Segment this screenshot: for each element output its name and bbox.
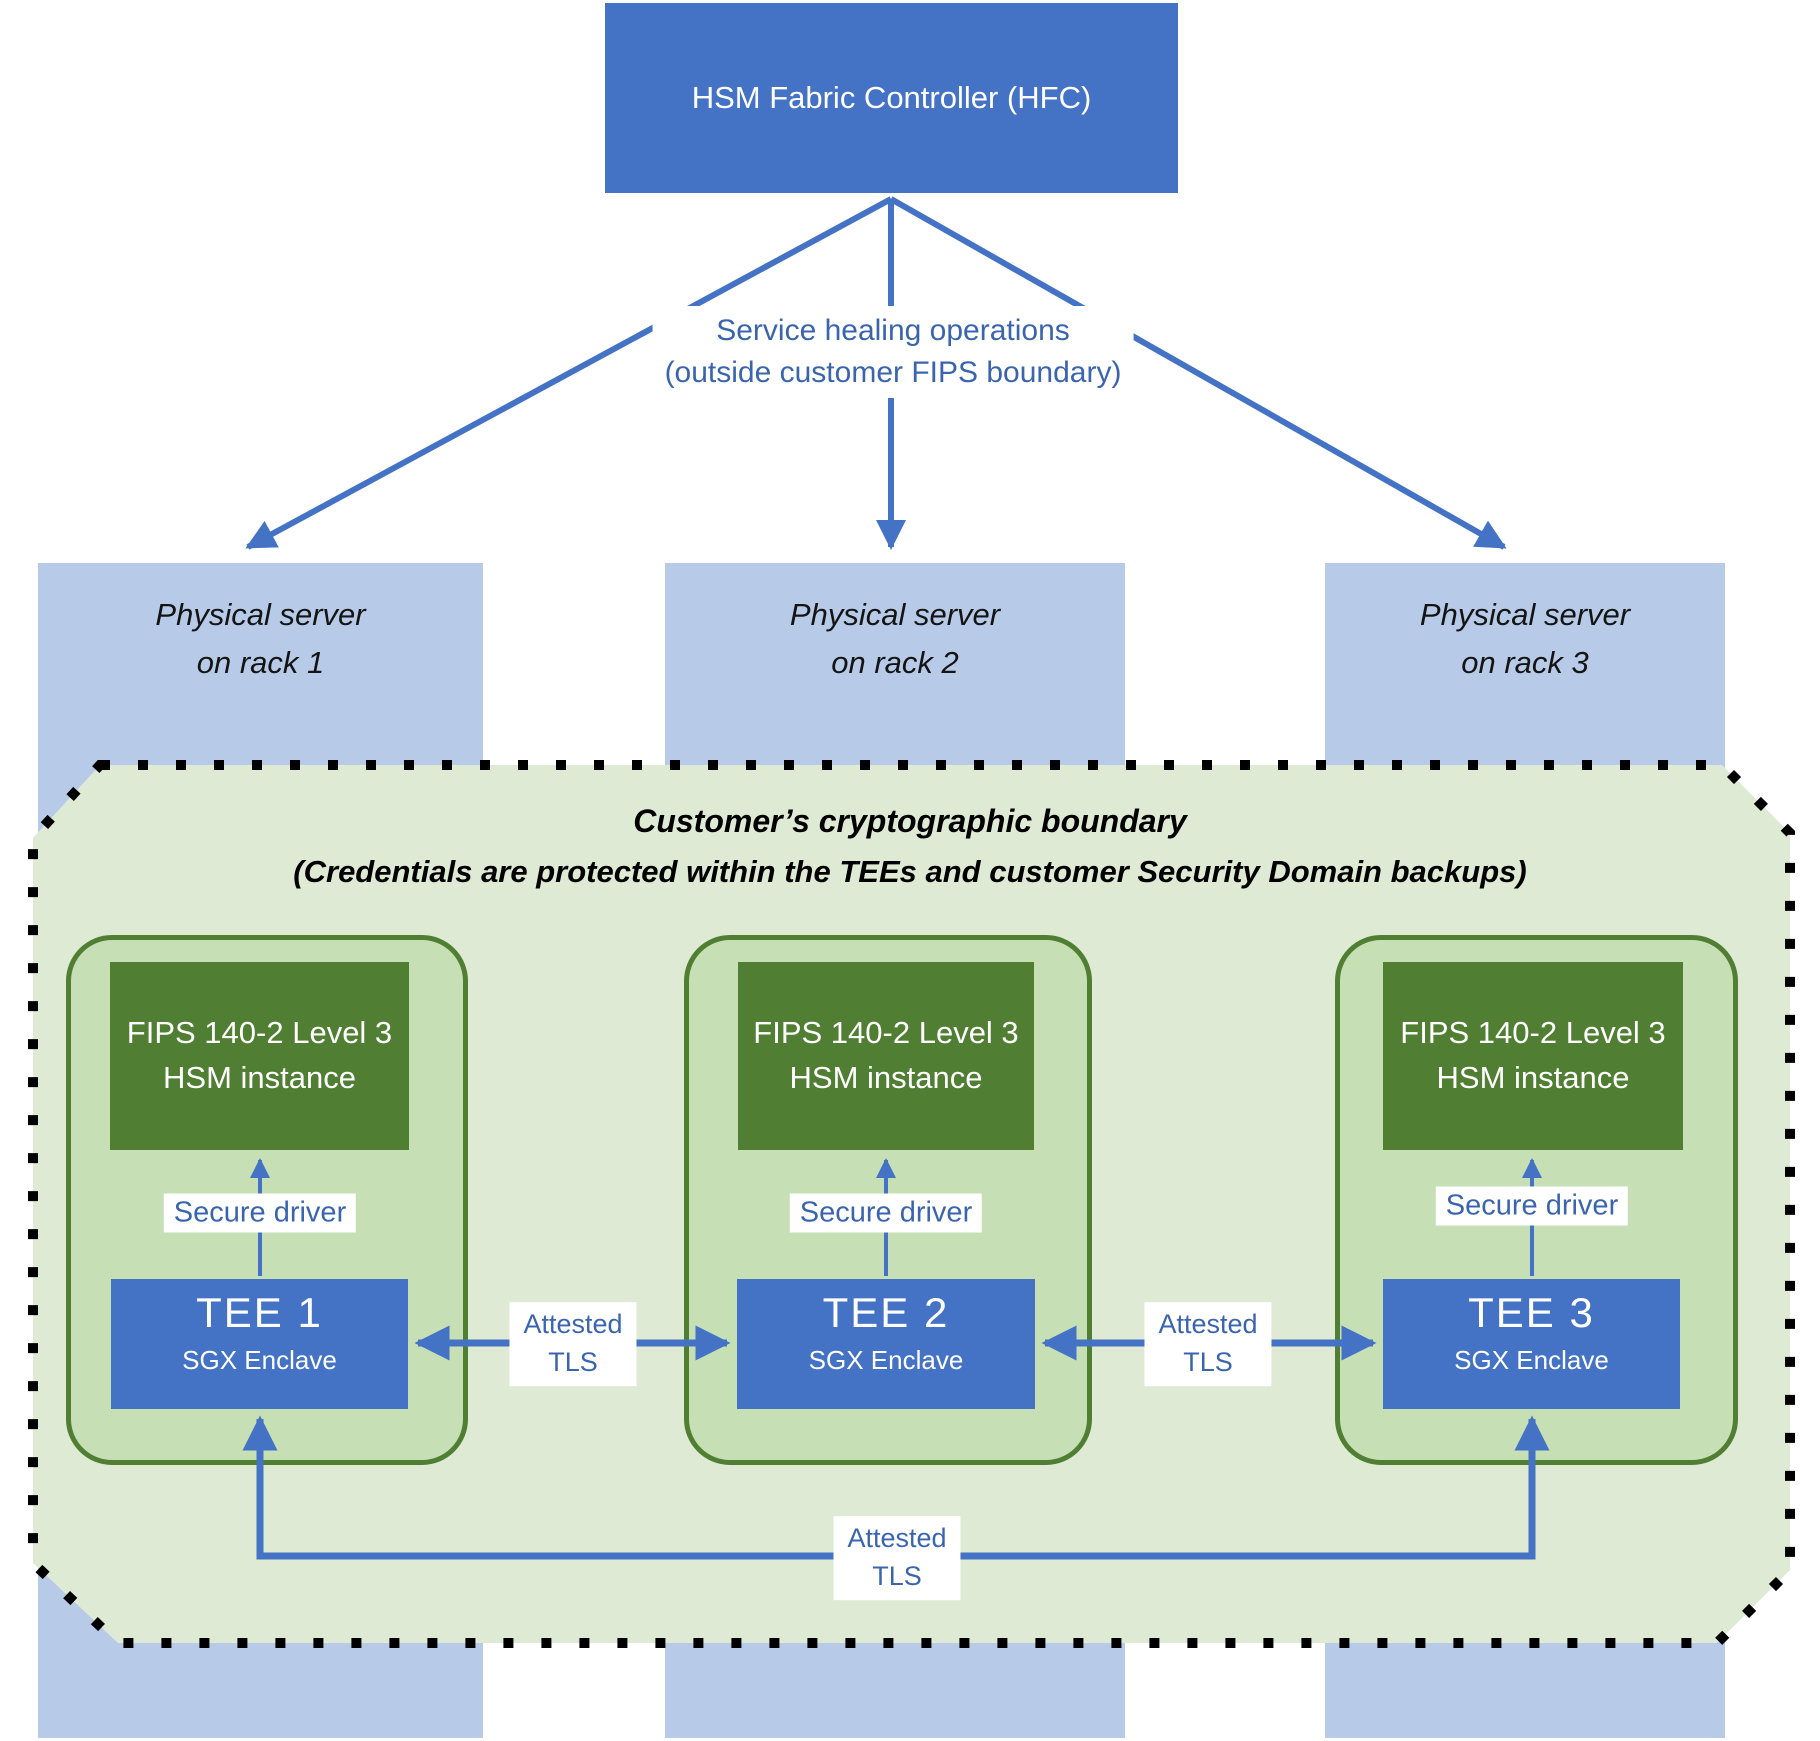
attested-tls-label-1-3: Attested TLS: [833, 1516, 961, 1600]
physical-server-label-2: Physical server on rack 2: [789, 597, 1001, 681]
hfc-box: HSM Fabric Controller (HFC): [605, 3, 1178, 193]
attested-tls-label-2-3: Attested TLS: [1144, 1302, 1272, 1386]
hsm-label-line2: HSM instance: [1436, 1060, 1630, 1095]
hsm-label-line1: FIPS 140-2 Level 3: [126, 1015, 393, 1051]
tee-box-1: TEE 1 SGX Enclave: [111, 1279, 408, 1409]
hfc-label: HSM Fabric Controller (HFC): [691, 80, 1092, 115]
tee-subtitle: SGX Enclave: [182, 1345, 337, 1375]
tee-title: TEE 1: [196, 1289, 323, 1336]
tee-box-3: TEE 3 SGX Enclave: [1383, 1279, 1680, 1409]
tee-subtitle: SGX Enclave: [1454, 1345, 1609, 1375]
hsm-label-line2: HSM instance: [789, 1060, 983, 1095]
boundary-subtitle: (Credentials are protected within the TE…: [293, 854, 1527, 890]
hsm-instance-box-1: FIPS 140-2 Level 3 HSM instance: [110, 962, 409, 1150]
tee-title: TEE 2: [822, 1289, 950, 1336]
physical-server-label-1: Physical server on rack 1: [155, 597, 366, 681]
hsm-label-line1: FIPS 140-2 Level 3: [1400, 1015, 1666, 1051]
secure-driver-label-2: Secure driver: [789, 1193, 983, 1233]
tee-box-2: TEE 2 SGX Enclave: [737, 1279, 1035, 1409]
service-healing-line1: Service healing operations: [716, 314, 1070, 347]
secure-driver-label-3: Secure driver: [1435, 1186, 1629, 1226]
hsm-instance-box-2: FIPS 140-2 Level 3 HSM instance: [738, 962, 1034, 1150]
boundary-title: Customer’s cryptographic boundary: [633, 803, 1187, 839]
hsm-instance-box-3: FIPS 140-2 Level 3 HSM instance: [1383, 962, 1683, 1150]
service-healing-label: Service healing operations (outside cust…: [652, 306, 1134, 398]
service-healing-line2: (outside customer FIPS boundary): [664, 356, 1122, 389]
attested-tls-label-1-2: Attested TLS: [509, 1302, 637, 1386]
hsm-label-line2: HSM instance: [163, 1060, 356, 1095]
tee-title: TEE 3: [1468, 1289, 1595, 1336]
physical-server-label-3: Physical server on rack 3: [1419, 597, 1631, 681]
hsm-label-line1: FIPS 140-2 Level 3: [753, 1015, 1019, 1051]
boundary-titles: Customer’s cryptographic boundary (Crede…: [30, 796, 1790, 897]
secure-driver-label-1: Secure driver: [163, 1193, 357, 1233]
tee-subtitle: SGX Enclave: [808, 1345, 964, 1375]
